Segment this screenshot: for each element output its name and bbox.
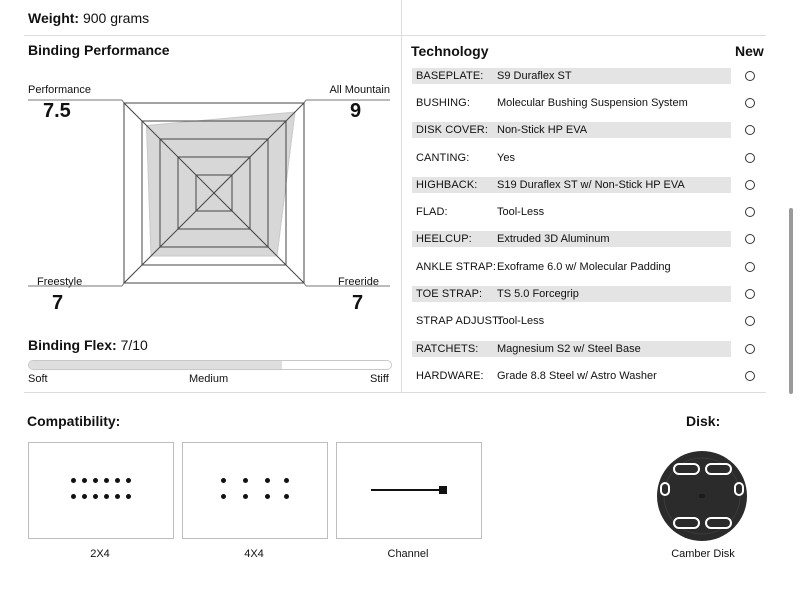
tech-label: BUSHING: bbox=[416, 97, 470, 109]
tech-row-canting: CANTING: Yes bbox=[412, 150, 762, 166]
radar-grid-ring bbox=[123, 102, 305, 284]
radar-label-performance: Performance bbox=[28, 84, 91, 96]
radar-chart bbox=[28, 99, 390, 287]
flex-scale-soft: Soft bbox=[28, 373, 48, 385]
weight-value: 900 grams bbox=[82, 10, 150, 26]
new-indicator-icon bbox=[745, 98, 755, 108]
bottom-divider bbox=[24, 392, 766, 393]
new-indicator-icon bbox=[745, 153, 755, 163]
radar-value-freeride: 7 bbox=[352, 292, 364, 314]
tech-label: ANKLE STRAP: bbox=[416, 261, 497, 273]
tech-value: S9 Duraflex ST bbox=[497, 70, 572, 82]
compat-box-4x4 bbox=[182, 442, 328, 539]
new-column-title: New bbox=[735, 43, 764, 59]
binding-flex-row: Binding Flex: 7/10 bbox=[28, 337, 148, 353]
radar-grid-ring bbox=[195, 174, 233, 212]
top-divider bbox=[24, 35, 766, 36]
compat-box-2x4 bbox=[28, 442, 174, 539]
tech-value: Extruded 3D Aluminum bbox=[497, 233, 610, 245]
disk-title: Disk: bbox=[686, 413, 721, 429]
weight-row: Weight: 900 grams bbox=[28, 10, 149, 26]
flex-scale-stiff: Stiff bbox=[370, 373, 389, 385]
compat-label-4x4: 4X4 bbox=[244, 548, 264, 560]
compat-box-channel bbox=[336, 442, 482, 539]
tech-label: HARDWARE: bbox=[416, 370, 484, 382]
radar-value-freestyle: 7 bbox=[52, 292, 64, 314]
tech-row-ratchets: RATCHETS: Magnesium S2 w/ Steel Base bbox=[412, 341, 762, 357]
new-indicator-icon bbox=[745, 289, 755, 299]
new-indicator-icon bbox=[745, 234, 755, 244]
tech-value: Magnesium S2 w/ Steel Base bbox=[497, 343, 641, 355]
binding-flex-fill bbox=[29, 361, 283, 369]
column-divider bbox=[401, 0, 402, 392]
binding-performance-title: Binding Performance bbox=[28, 42, 170, 58]
tech-label: HIGHBACK: bbox=[416, 179, 478, 191]
radar-axis-line bbox=[123, 192, 215, 284]
tech-label: STRAP ADJUST: bbox=[416, 315, 501, 327]
radar-grid-ring bbox=[177, 156, 251, 230]
tech-value: Tool-Less bbox=[497, 315, 545, 327]
binding-flex-value: 7/10 bbox=[120, 337, 148, 353]
disk-label: Camber Disk bbox=[671, 548, 735, 560]
tech-label: TOE STRAP: bbox=[416, 288, 483, 300]
tech-row-strap-adjust: STRAP ADJUST:Tool-Less bbox=[412, 313, 762, 329]
binding-flex-bar bbox=[28, 360, 392, 370]
tech-row-highback: HIGHBACK: S19 Duraflex ST w/ Non-Stick HP… bbox=[412, 177, 762, 193]
tech-label: FLAD: bbox=[416, 206, 448, 218]
tech-value: Yes bbox=[497, 152, 515, 164]
tech-value: S19 Duraflex ST w/ Non-Stick HP EVA bbox=[497, 179, 685, 191]
new-indicator-icon bbox=[745, 125, 755, 135]
radar-value-all-mountain: 9 bbox=[350, 100, 362, 122]
tech-label: HEELCUP: bbox=[416, 233, 472, 245]
tech-row-hardware: HARDWARE: Grade 8.8 Steel w/ Astro Washer bbox=[412, 368, 762, 384]
binding-flex-label: Binding Flex: bbox=[28, 337, 117, 353]
new-indicator-icon bbox=[745, 262, 755, 272]
tech-value: TS 5.0 Forcegrip bbox=[497, 288, 579, 300]
radar-grid-lines bbox=[123, 102, 305, 284]
tech-label: CANTING: bbox=[416, 152, 470, 164]
tech-label: BASEPLATE: bbox=[416, 70, 484, 82]
tech-row-flad: FLAD: Tool-Less bbox=[412, 204, 762, 220]
tech-value: Grade 8.8 Steel w/ Astro Washer bbox=[497, 370, 657, 382]
flex-scale-medium: Medium bbox=[189, 373, 229, 385]
tech-value: Tool-Less bbox=[497, 206, 545, 218]
tech-row-toe-strap: TOE STRAP: TS 5.0 Forcegrip bbox=[412, 286, 762, 302]
compat-label-2x4: 2X4 bbox=[90, 548, 110, 560]
new-indicator-icon bbox=[745, 207, 755, 217]
tech-row-ankle-strap: ANKLE STRAP:Exoframe 6.0 w/ Molecular Pa… bbox=[412, 259, 762, 275]
radar-axis-line bbox=[123, 102, 215, 194]
tech-row-disk-cover: DISK COVER: Non-Stick HP EVA bbox=[412, 122, 762, 138]
radar-label-freeride: Freeride bbox=[338, 276, 379, 288]
tech-label: DISK COVER: bbox=[416, 124, 489, 136]
radar-value-performance: 7.5 bbox=[43, 100, 71, 122]
technology-title: Technology bbox=[411, 43, 489, 59]
radar-grid-ring bbox=[159, 138, 269, 248]
tech-row-bushing: BUSHING: Molecular Bushing Suspension Sys… bbox=[412, 95, 762, 111]
radar-label-freestyle: Freestyle bbox=[37, 276, 83, 288]
tech-value: Non-Stick HP EVA bbox=[497, 124, 588, 136]
radar-grid-ring bbox=[141, 120, 287, 266]
tech-row-heelcup: HEELCUP: Extruded 3D Aluminum bbox=[412, 231, 762, 247]
new-indicator-icon bbox=[745, 371, 755, 381]
tech-row-baseplate: BASEPLATE: S9 Duraflex ST bbox=[412, 68, 762, 84]
weight-label: Weight: bbox=[28, 10, 80, 26]
compat-label-channel: Channel bbox=[387, 548, 429, 560]
tech-value: Exoframe 6.0 w/ Molecular Padding bbox=[497, 261, 671, 273]
tech-label: RATCHETS: bbox=[416, 343, 479, 355]
radar-axis-line bbox=[213, 102, 305, 194]
new-indicator-icon bbox=[745, 71, 755, 81]
radar-label-all-mountain: All Mountain bbox=[329, 84, 390, 96]
tech-value: Molecular Bushing Suspension System bbox=[497, 97, 688, 109]
new-indicator-icon bbox=[745, 316, 755, 326]
new-indicator-icon bbox=[745, 344, 755, 354]
camber-disk-icon bbox=[657, 451, 747, 541]
compatibility-title: Compatibility: bbox=[27, 413, 121, 429]
radar-grid bbox=[28, 99, 390, 287]
scrollbar-thumb[interactable] bbox=[789, 208, 793, 394]
radar-axis-line bbox=[213, 192, 305, 284]
new-indicator-icon bbox=[745, 180, 755, 190]
